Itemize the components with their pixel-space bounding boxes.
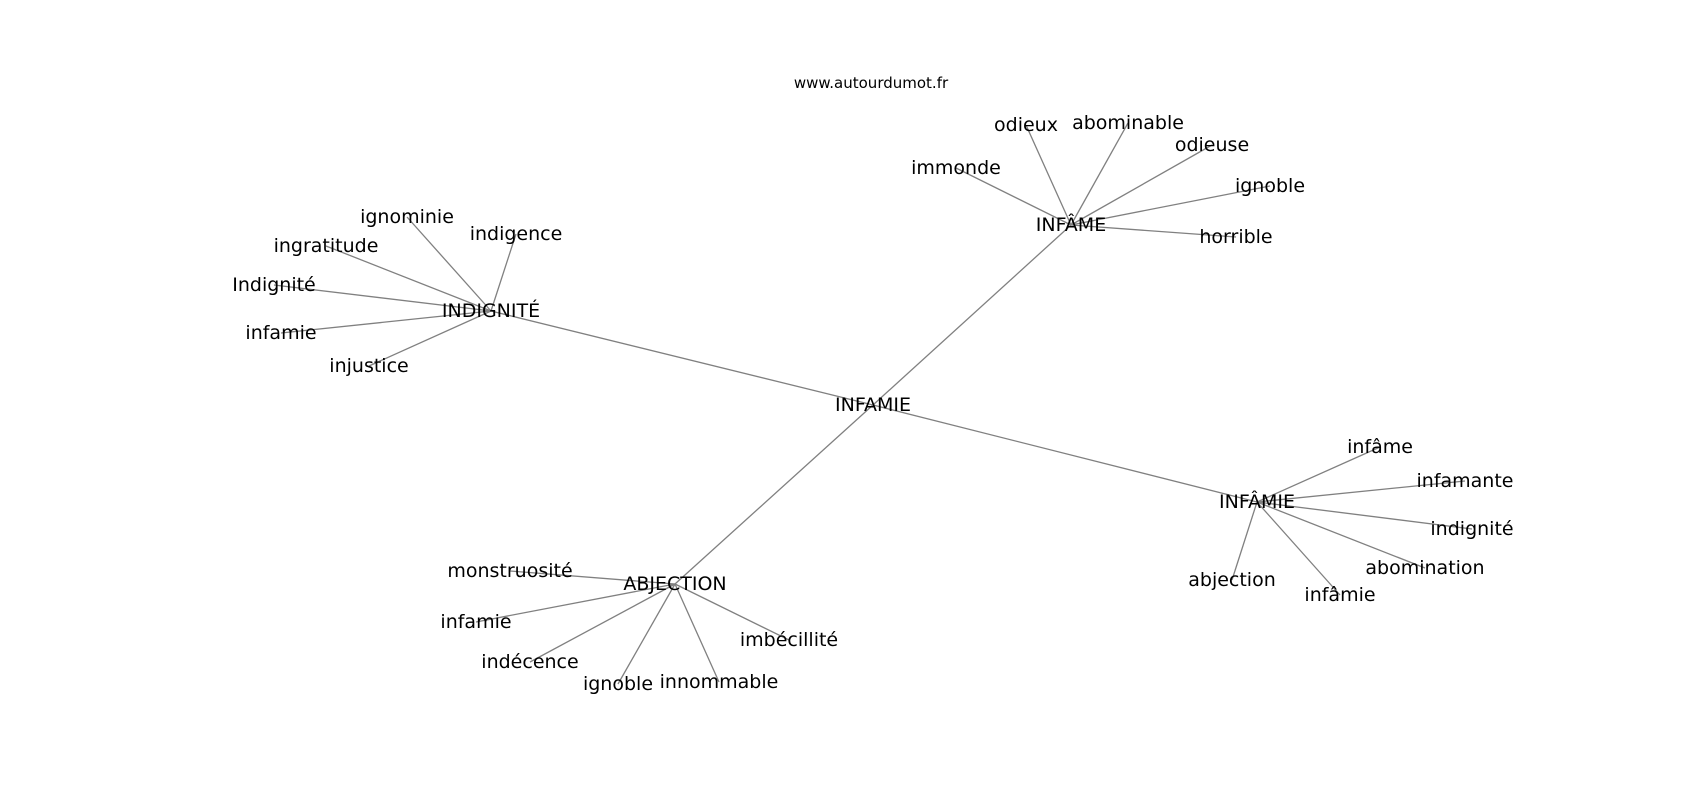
node-leaf-indignite-infamie[interactable]: infamie (245, 322, 316, 344)
edge-abjection-to-innommable (674, 583, 720, 683)
node-leaf-indignite-indignite[interactable]: Indignité (232, 274, 316, 296)
node-leaf-infame-odieuse[interactable]: odieuse (1175, 134, 1249, 156)
edge-infamie-accent-to-indignite (1256, 501, 1473, 530)
node-leaf-abjection-monstruosite[interactable]: monstruosité (447, 560, 572, 582)
node-cluster-infame[interactable]: INFÂME (1036, 213, 1106, 236)
node-leaf-infamie-accent-abomination[interactable]: abomination (1365, 557, 1484, 579)
node-cluster-indignite[interactable]: INDIGNITÉ (442, 299, 540, 322)
node-leaf-infame-immonde[interactable]: immonde (911, 157, 1001, 179)
node-leaf-abjection-infamie[interactable]: infamie (440, 611, 511, 633)
graph-labels: www.autourdumot.fr INFAMIE INFÂME odieux ab… (232, 74, 1513, 695)
node-leaf-indignite-injustice[interactable]: injustice (329, 355, 408, 377)
edge-hub-to-infamie-accent (872, 404, 1258, 503)
edge-abjection-to-ignoble (617, 583, 676, 685)
node-leaf-infamie-accent-indignite[interactable]: indignité (1430, 518, 1513, 540)
node-leaf-infame-horrible[interactable]: horrible (1199, 226, 1272, 248)
edge-indignite-to-indignite (273, 284, 492, 312)
edge-indignite-to-ignominie (406, 216, 492, 312)
node-cluster-infamie-accent[interactable]: INFÂMIE (1219, 490, 1295, 513)
node-leaf-infamie-accent-infamie[interactable]: infâmie (1304, 584, 1375, 606)
edge-indignite-to-ingratitude (325, 245, 492, 312)
edge-infame-to-odieux (1025, 124, 1072, 226)
node-cluster-abjection[interactable]: ABJECTION (623, 573, 726, 595)
edge-abjection-to-indecence (529, 583, 676, 663)
node-leaf-indignite-ignominie[interactable]: ignominie (360, 206, 454, 228)
graph-edges (273, 122, 1473, 685)
node-leaf-infame-odieux[interactable]: odieux (994, 114, 1058, 136)
node-leaf-infamie-accent-infamante[interactable]: infamante (1417, 470, 1514, 492)
edge-infamie-accent-to-infamie (1256, 501, 1341, 596)
edge-infamie-accent-to-infamante (1256, 480, 1466, 503)
node-leaf-infame-abominable[interactable]: abominable (1072, 112, 1184, 134)
node-leaf-infame-ignoble[interactable]: ignoble (1235, 175, 1305, 197)
edge-infamie-accent-to-abjection (1231, 501, 1258, 581)
edge-abjection-to-infamie (475, 583, 676, 623)
node-leaf-indignite-indigence[interactable]: indigence (470, 223, 563, 245)
edge-hub-to-infame (872, 224, 1072, 406)
edge-abjection-to-monstruosite (509, 570, 676, 585)
node-leaf-abjection-ignoble[interactable]: ignoble (583, 673, 653, 695)
node-leaf-indignite-ingratitude[interactable]: ingratitude (274, 235, 379, 257)
node-leaf-abjection-indecence[interactable]: indécence (481, 651, 578, 673)
edge-infamie-accent-to-infame (1256, 446, 1381, 503)
node-leaf-abjection-imbecillite[interactable]: imbécillité (740, 629, 838, 651)
node-leaf-abjection-innommable[interactable]: innommable (660, 671, 779, 693)
edge-indignite-to-indigence (490, 233, 517, 312)
node-leaf-infamie-accent-abjection[interactable]: abjection (1188, 569, 1276, 591)
edge-indignite-to-infamie (280, 310, 492, 334)
edge-infame-to-abominable (1070, 122, 1129, 226)
site-watermark[interactable]: www.autourdumot.fr (794, 74, 949, 92)
node-center-label[interactable]: INFAMIE (835, 394, 911, 416)
edge-indignite-to-injustice (368, 310, 492, 367)
edge-infame-to-horrible (1070, 224, 1237, 238)
edge-hub-to-indignite (490, 310, 874, 406)
edge-hub-to-abjection (674, 404, 874, 585)
edge-infame-to-immonde (955, 167, 1072, 226)
edge-abjection-to-imbecillite (674, 583, 790, 641)
edge-infame-to-odieuse (1070, 144, 1213, 226)
node-leaf-infamie-accent-infame[interactable]: infâme (1347, 436, 1413, 458)
edge-infame-to-ignoble (1070, 185, 1271, 226)
edge-infamie-accent-to-abomination (1256, 501, 1426, 569)
